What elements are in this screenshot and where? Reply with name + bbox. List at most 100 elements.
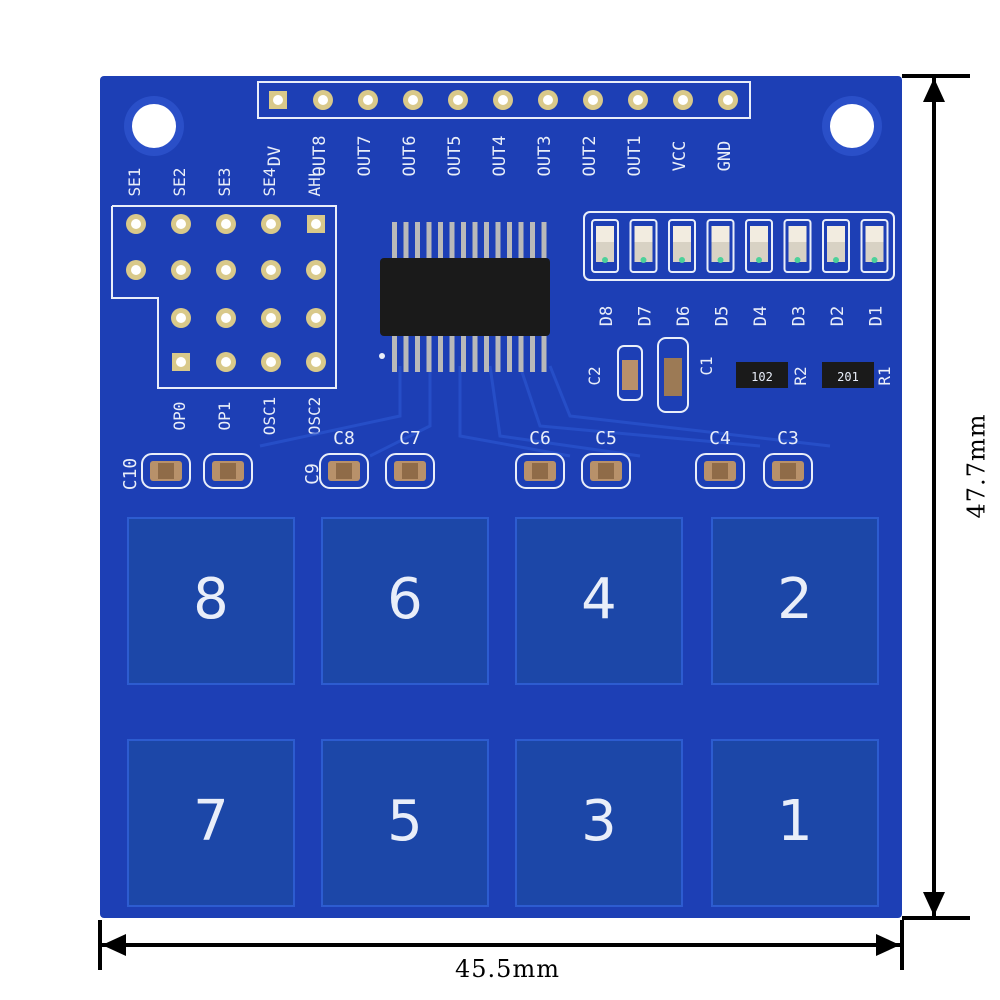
header-pin-label: OUT5 — [445, 136, 465, 177]
jumper-label-bottom: OSC1 — [260, 397, 279, 436]
capacitor — [385, 453, 435, 489]
led-label: D5 — [713, 306, 733, 326]
svg-text:102: 102 — [751, 370, 773, 384]
jumper-label-top: SE3 — [215, 168, 234, 197]
touch-key-2[interactable]: 2 — [711, 517, 879, 685]
pcb-substrate — [100, 76, 902, 918]
ic-pin — [392, 222, 397, 262]
ic-pin — [461, 222, 466, 262]
led-label: D6 — [674, 306, 694, 326]
ic-pin — [472, 332, 478, 372]
ic-pin — [541, 332, 547, 372]
led — [706, 219, 735, 273]
resistor-array-r2: 102 — [736, 362, 788, 388]
touch-key-label: 4 — [581, 567, 617, 632]
jumper-label-bottom: OSC2 — [305, 397, 324, 436]
r1-label: R1 — [875, 366, 894, 385]
touch-key-7[interactable]: 7 — [127, 739, 295, 907]
ic-pin — [426, 332, 432, 372]
ic-pin — [541, 222, 547, 262]
resistor-array-r1: 201 — [822, 362, 874, 388]
jumper-label-bottom: OP1 — [215, 402, 234, 431]
width-arrow-left — [102, 934, 126, 956]
touch-key-4[interactable]: 4 — [515, 517, 683, 685]
ic-pin — [507, 222, 512, 262]
led — [591, 219, 619, 273]
ic-pin — [530, 332, 535, 372]
left-header-pins — [126, 214, 326, 372]
header-pin-label: VCC — [670, 141, 690, 172]
led-label: D8 — [597, 306, 617, 326]
header-pin-label: OUT1 — [625, 136, 645, 177]
ic-pin — [530, 222, 535, 262]
width-label: 45.5mm — [455, 955, 560, 983]
capacitor — [141, 453, 191, 489]
capacitor-label: C8 — [333, 428, 355, 449]
capacitor — [515, 453, 565, 489]
svg-text:201: 201 — [837, 370, 859, 384]
touch-key-3[interactable]: 3 — [515, 739, 683, 907]
touch-key-label: 7 — [193, 789, 229, 854]
ic-pin — [507, 332, 512, 372]
jumper-label-top: AHL — [305, 168, 324, 197]
ic-pin — [438, 332, 443, 372]
jumper-label-top: SE1 — [125, 168, 144, 197]
touch-key-8[interactable]: 8 — [127, 517, 295, 685]
touch-key-5[interactable]: 5 — [321, 739, 489, 907]
capacitor-label: C3 — [777, 428, 799, 449]
header-pin-label: OUT3 — [535, 136, 555, 177]
ic-pin — [392, 332, 397, 372]
jumper-label-top: SE2 — [170, 168, 189, 197]
jumper-label-top: SE4 — [260, 168, 279, 197]
c2-label: C2 — [585, 366, 604, 385]
capacitor-c2 — [617, 345, 643, 401]
ic-pin — [484, 332, 489, 372]
ic-pin — [518, 332, 524, 372]
touch-key-grid: 8 6 4 2 7 5 3 1 — [127, 517, 879, 907]
touch-key-1[interactable]: 1 — [711, 739, 879, 907]
ic-pin — [449, 222, 455, 262]
top-header-outline — [257, 81, 751, 119]
ic-pin — [449, 332, 455, 372]
touch-key-label: 5 — [387, 789, 423, 854]
c1-label: C1 — [697, 356, 716, 375]
led-labels: D8 D7 D6 D5 D4 D3 D2 D1 — [597, 306, 887, 326]
jumper-label-bottom: OP0 — [170, 402, 189, 431]
capacitor-label: C6 — [529, 428, 551, 449]
touch-key-label: 8 — [193, 567, 229, 632]
capacitor-label: C10 — [120, 458, 141, 491]
capacitor — [581, 453, 631, 489]
header-pin-label: DV — [265, 146, 285, 166]
pcb-traces — [259, 365, 831, 458]
ic-pin — [495, 222, 501, 262]
led-label: D3 — [790, 306, 810, 326]
top-header-pins — [269, 90, 738, 110]
ic-pin — [518, 222, 524, 262]
height-arrow-bottom — [923, 892, 945, 916]
led-label: D2 — [828, 306, 848, 326]
capacitor-c1 — [657, 337, 689, 413]
capacitor — [763, 453, 813, 489]
led — [745, 219, 773, 273]
header-pin-label: OUT4 — [490, 136, 510, 177]
header-pin-label: OUT7 — [355, 136, 375, 177]
ic-pin — [415, 332, 420, 372]
capacitor-row — [141, 453, 813, 489]
capacitor-label: C4 — [709, 428, 731, 449]
touch-key-label: 3 — [581, 789, 617, 854]
touch-key-label: 2 — [777, 567, 813, 632]
led — [668, 219, 696, 273]
led-label: D4 — [751, 306, 771, 326]
touch-key-6[interactable]: 6 — [321, 517, 489, 685]
capacitor-label: C7 — [399, 428, 421, 449]
led-label: D7 — [636, 306, 656, 326]
header-pin-label: OUT2 — [580, 136, 600, 177]
header-pin-label: GND — [715, 141, 735, 172]
ic-pin — [403, 332, 409, 372]
height-label: 47.7mm — [962, 413, 991, 519]
capacitor-label: C5 — [595, 428, 617, 449]
led-label: D1 — [867, 306, 887, 326]
